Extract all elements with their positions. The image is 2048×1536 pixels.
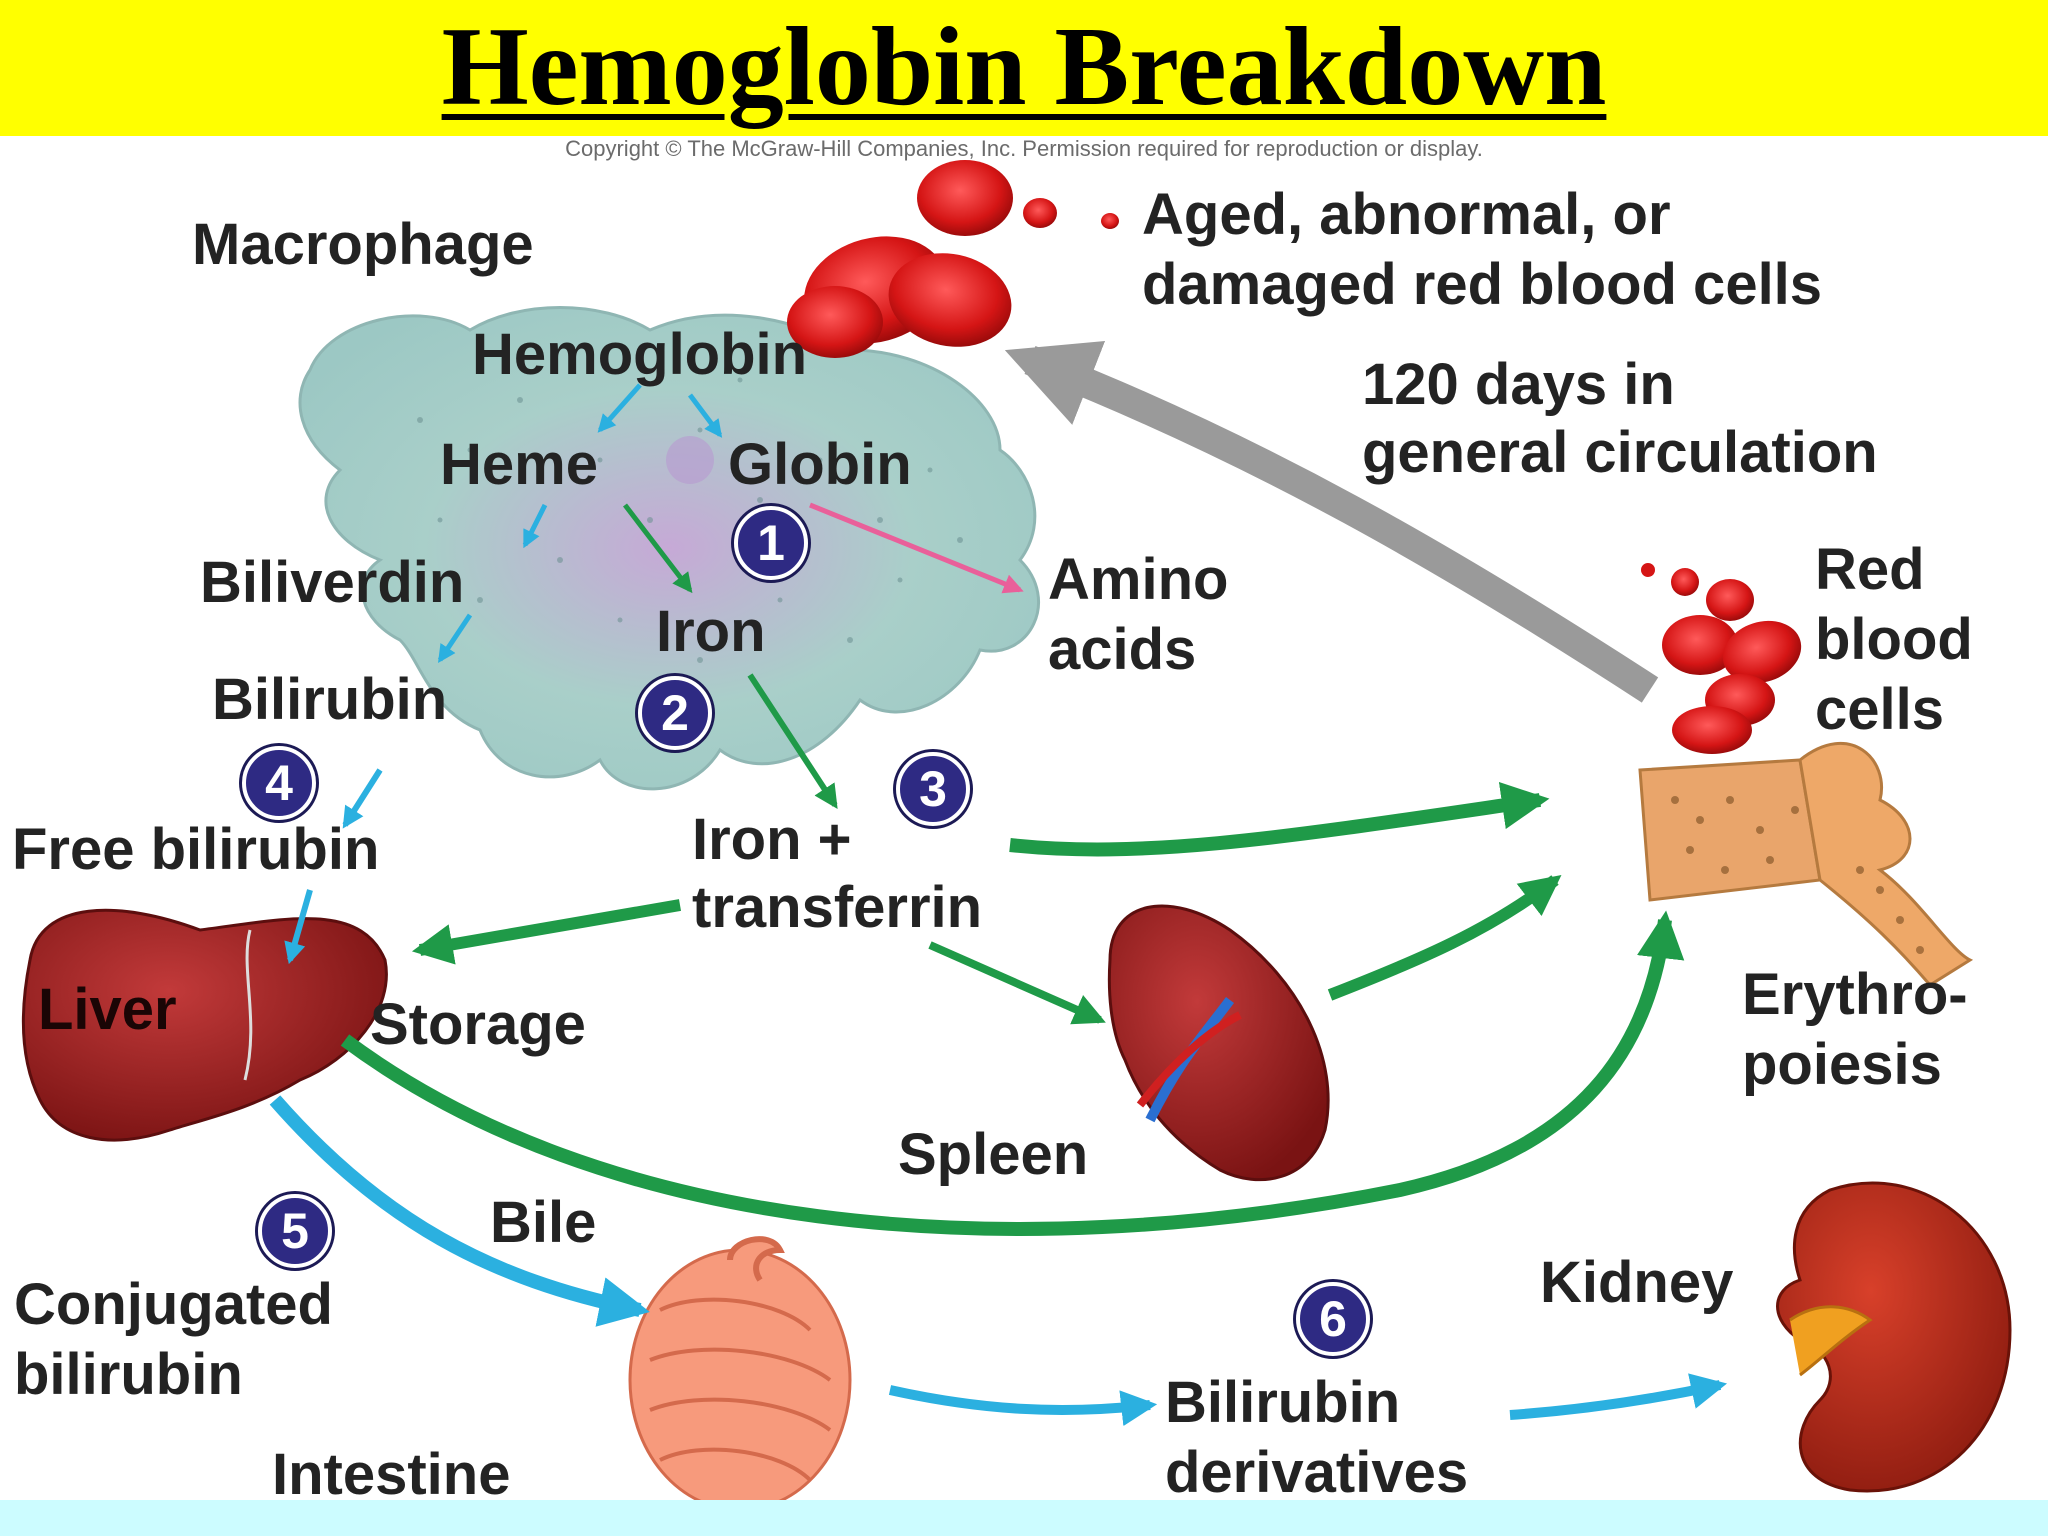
arrow-iron-to-transferrin [747, 673, 838, 810]
arrow-derivatives-to-kidney [1509, 1373, 1728, 1420]
label-storage: Storage [370, 992, 586, 1057]
step-badge-4: 4 [242, 746, 316, 820]
label-rbc-line1: Red [1815, 537, 1925, 602]
red-blood-cells-cluster [1641, 563, 1802, 754]
label-amino-line1: Amino [1048, 547, 1229, 612]
kidney-organ [1776, 1181, 2012, 1493]
arrow-free-bilirubin-to-liver [284, 889, 313, 965]
page-title: Hemoglobin Breakdown [441, 5, 1607, 129]
label-conjugated-line2: bilirubin [14, 1342, 243, 1407]
label-bile: Bile [490, 1190, 597, 1255]
label-heme: Heme [440, 432, 598, 497]
intestine-organ [628, 1236, 852, 1512]
macrophage-nucleus [666, 436, 714, 484]
bone-marrow [1638, 741, 1974, 987]
arrow-transferrin-to-bone [1009, 781, 1550, 857]
arrow-transferrin-to-liver [411, 899, 682, 965]
label-erythro-line1: Erythro- [1742, 962, 1968, 1027]
label-days-line1: 120 days in [1362, 352, 1675, 417]
arrow-liver-to-intestine [269, 1095, 650, 1327]
label-amino-line2: acids [1048, 617, 1197, 682]
arrow-liver-to-bone [340, 910, 1685, 1236]
arrow-hemoglobin-to-globin [688, 393, 723, 438]
label-hemoglobin: Hemoglobin [472, 322, 808, 387]
label-days-line2: general circulation [1362, 420, 1878, 485]
title-bar [0, 0, 2048, 136]
macrophage-cell [298, 306, 1040, 791]
arrow-spleen-to-bone [1327, 875, 1562, 1001]
label-erythro-line2: poiesis [1742, 1032, 1942, 1097]
arrow-heme-to-biliverdin [522, 503, 548, 549]
step-badge-1: 1 [734, 506, 808, 580]
label-bilirubin-deriv-line1: Bilirubin [1165, 1370, 1401, 1435]
label-globin: Globin [728, 432, 912, 497]
bottom-bar [0, 1500, 2048, 1536]
label-macrophage: Macrophage [192, 212, 534, 277]
arrow-heme-to-iron [623, 503, 693, 594]
label-iron-transferrin-line2: transferrin [692, 875, 983, 940]
spleen-organ [1107, 904, 1330, 1182]
arrow-intestine-to-derivatives [888, 1385, 1158, 1427]
label-spleen: Spleen [898, 1122, 1089, 1187]
label-liver: Liver [38, 977, 177, 1042]
arrow-biliverdin-to-bilirubin [437, 613, 473, 663]
step-badge-2: 2 [638, 676, 712, 750]
arrow-globin-to-amino-acids [809, 502, 1024, 594]
label-bilirubin-deriv-line2: derivatives [1165, 1440, 1469, 1505]
liver-organ [21, 908, 388, 1142]
label-aged-cells-line2: damaged red blood cells [1142, 252, 1823, 317]
copyright-notice: Copyright © The McGraw-Hill Companies, I… [565, 136, 1483, 161]
arrow-bilirubin-to-free [342, 768, 383, 829]
label-iron: Iron [656, 599, 766, 664]
label-intestine: Intestine [272, 1442, 511, 1507]
label-conjugated-line1: Conjugated [14, 1272, 333, 1337]
step-badge-6: 6 [1296, 1282, 1370, 1356]
label-biliverdin: Biliverdin [200, 550, 465, 615]
label-bilirubin: Bilirubin [212, 667, 448, 732]
label-rbc-line3: cells [1815, 677, 1944, 742]
arrow-hemoglobin-to-heme [597, 383, 642, 433]
label-kidney: Kidney [1540, 1250, 1734, 1315]
label-free-bilirubin: Free bilirubin [12, 817, 380, 882]
step-badge-3: 3 [896, 752, 970, 826]
label-iron-transferrin-line1: Iron + [692, 807, 852, 872]
label-rbc-line2: blood [1815, 607, 1973, 672]
aged-red-blood-cells [787, 160, 1119, 358]
label-aged-cells-line1: Aged, abnormal, or [1142, 182, 1671, 247]
arrow-recirculation [1004, 341, 1659, 703]
step-badge-5: 5 [258, 1194, 332, 1268]
arrow-transferrin-to-spleen [928, 941, 1106, 1025]
macrophage-texture [417, 377, 963, 663]
